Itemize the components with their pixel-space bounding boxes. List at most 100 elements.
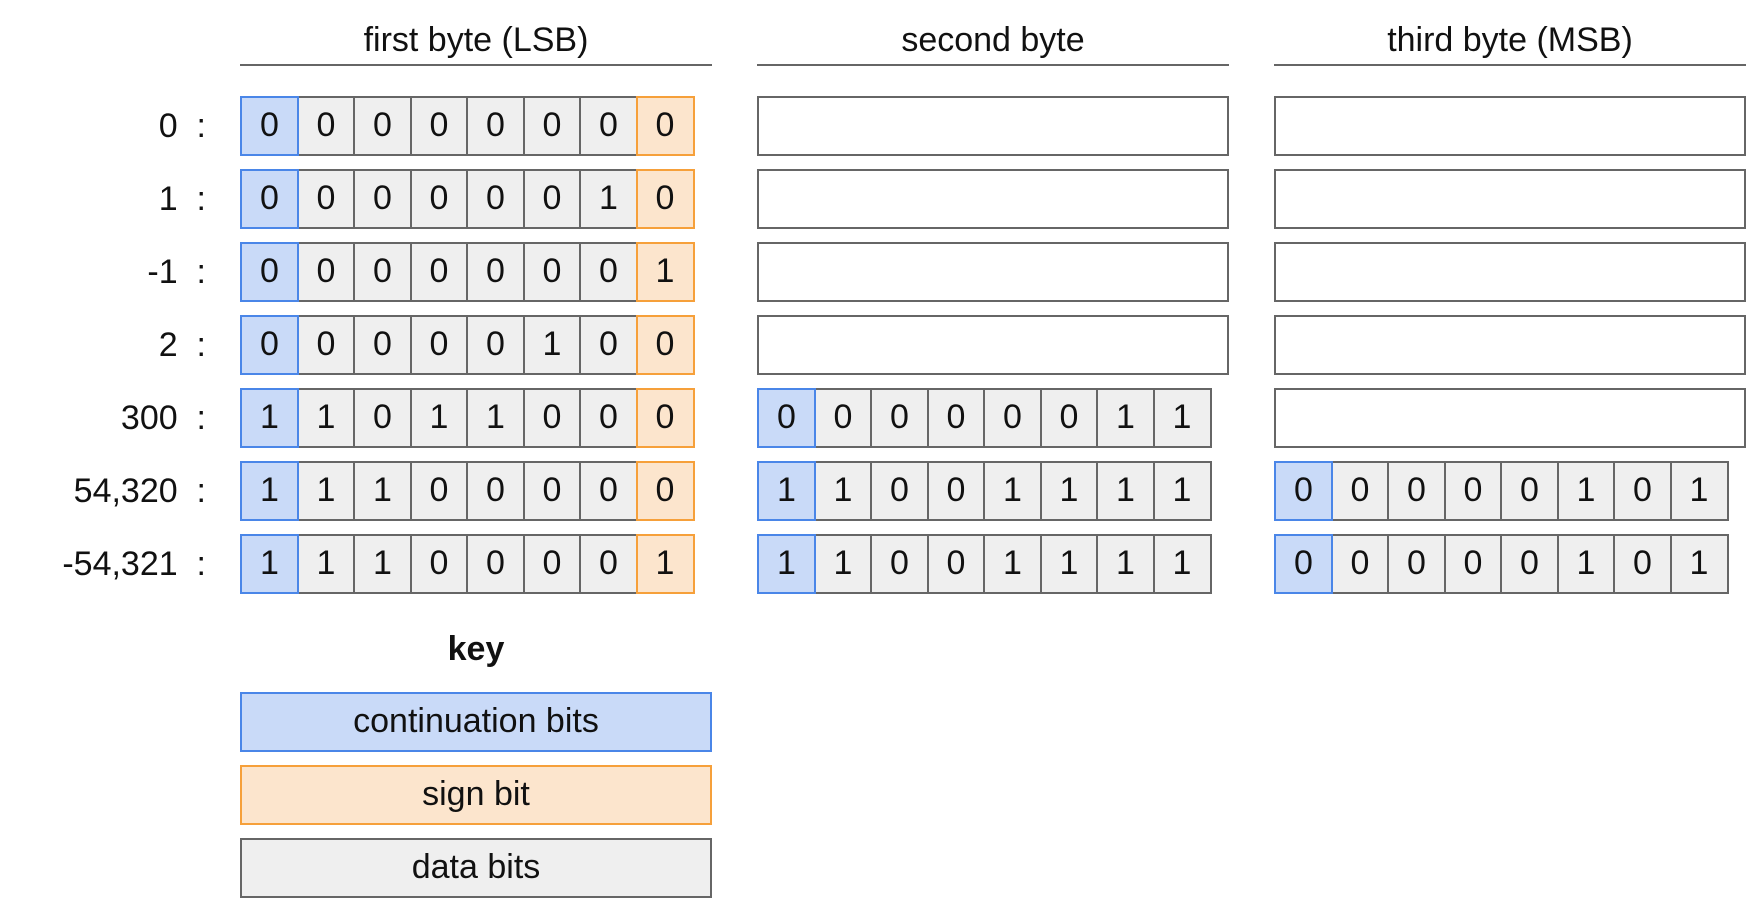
data-bit: 0: [466, 315, 525, 375]
key-sign-bit: sign bit: [240, 765, 712, 825]
row-label: 300 :: [120, 399, 206, 437]
data-bit: 0: [466, 169, 525, 229]
data-bit: 0: [522, 169, 582, 229]
data-bit: 1: [579, 169, 638, 229]
data-bit: 1: [1669, 534, 1729, 594]
data-bit: 0: [926, 461, 986, 521]
data-bit: 0: [353, 388, 412, 448]
data-bit: 0: [1500, 461, 1559, 521]
sign-bit: 0: [635, 461, 695, 521]
row-label: 0 :: [158, 107, 206, 145]
data-bit: 0: [466, 461, 525, 521]
empty-byte: [1274, 242, 1746, 302]
data-bit: 0: [353, 169, 412, 229]
continuation-bit: 1: [240, 388, 299, 448]
data-bit: 0: [926, 534, 986, 594]
empty-byte: [757, 169, 1229, 229]
empty-byte: [1274, 315, 1746, 375]
key-title: key: [447, 630, 505, 668]
continuation-bit: 0: [240, 96, 299, 156]
data-bit: 1: [983, 534, 1042, 594]
empty-byte: [757, 242, 1229, 302]
data-bit: 0: [1387, 534, 1446, 594]
continuation-bit: 0: [240, 315, 299, 375]
data-bit: 0: [296, 96, 356, 156]
sign-bit: 0: [635, 388, 695, 448]
data-bit: 0: [409, 242, 469, 302]
data-bit: 0: [466, 534, 525, 594]
data-bit: 0: [409, 169, 469, 229]
continuation-bit: 1: [757, 461, 816, 521]
data-bit: 0: [1039, 388, 1099, 448]
data-bit: 0: [1613, 461, 1672, 521]
data-bit: 0: [926, 388, 986, 448]
empty-byte: [757, 315, 1229, 375]
continuation-bit: 0: [757, 388, 816, 448]
data-bit: 0: [1443, 534, 1503, 594]
data-bit: 0: [353, 96, 412, 156]
sign-bit: 1: [635, 534, 695, 594]
data-bit: 0: [409, 315, 469, 375]
data-bit: 1: [1152, 461, 1212, 521]
header-first-byte: first byte (LSB): [240, 14, 712, 66]
row-label: 1 :: [158, 180, 206, 218]
empty-byte: [1274, 169, 1746, 229]
sign-bit: 0: [635, 96, 695, 156]
header-third-byte: third byte (MSB): [1274, 14, 1746, 66]
continuation-bit: 0: [240, 169, 299, 229]
data-bit: 1: [1096, 461, 1155, 521]
data-bit: 0: [870, 461, 929, 521]
data-bit: 0: [522, 96, 582, 156]
row-label: -1 :: [147, 253, 206, 291]
data-bit: 1: [296, 534, 356, 594]
data-bit: 1: [353, 461, 412, 521]
data-bit: 0: [522, 461, 582, 521]
sign-bit: 1: [635, 242, 695, 302]
data-bit: 1: [1556, 461, 1616, 521]
data-bit: 0: [353, 315, 412, 375]
empty-byte: [757, 96, 1229, 156]
data-bit: 0: [983, 388, 1042, 448]
data-bit: 0: [1613, 534, 1672, 594]
data-bit: 0: [1330, 461, 1390, 521]
data-bit: 0: [522, 388, 582, 448]
data-bit: 1: [1152, 534, 1212, 594]
data-bit: 0: [813, 388, 873, 448]
data-bit: 0: [1443, 461, 1503, 521]
continuation-bit: 0: [1274, 461, 1333, 521]
data-bit: 0: [579, 242, 638, 302]
data-bit: 0: [522, 242, 582, 302]
data-bit: 1: [353, 534, 412, 594]
data-bit: 0: [409, 534, 469, 594]
data-bit: 0: [296, 242, 356, 302]
data-bit: 1: [522, 315, 582, 375]
data-bit: 1: [1096, 388, 1155, 448]
data-bit: 0: [1330, 534, 1390, 594]
data-bit: 0: [522, 534, 582, 594]
empty-byte: [1274, 96, 1746, 156]
data-bit: 1: [1039, 461, 1099, 521]
data-bit: 0: [296, 315, 356, 375]
data-bit: 1: [296, 388, 356, 448]
data-bit: 0: [579, 461, 638, 521]
data-bit: 1: [813, 534, 873, 594]
data-bit: 0: [1387, 461, 1446, 521]
data-bit: 0: [409, 96, 469, 156]
sign-bit: 0: [635, 169, 695, 229]
sign-bit: 0: [635, 315, 695, 375]
data-bit: 0: [870, 388, 929, 448]
row-label: 54,320 :: [73, 472, 206, 510]
data-bit: 0: [579, 96, 638, 156]
data-bit: 0: [466, 96, 525, 156]
